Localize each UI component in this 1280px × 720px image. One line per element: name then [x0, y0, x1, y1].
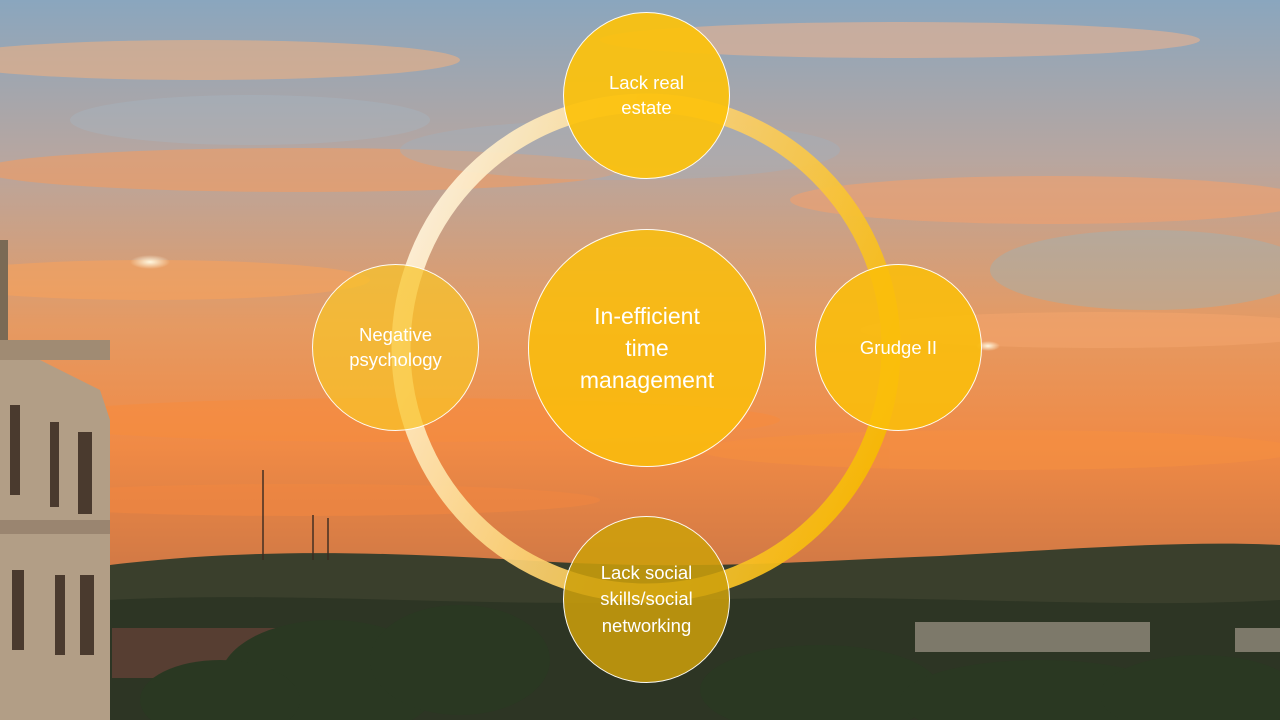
node-lack-social-skills: Lack social skills/social networking: [563, 516, 730, 683]
center-node-label: In-efficient time management: [579, 302, 715, 394]
node-lack-real-estate: Lack real estate: [563, 12, 730, 179]
node-left-label: Negative psychology: [349, 324, 442, 370]
center-node: In-efficient time management: [528, 229, 766, 467]
node-right-label: Grudge II: [859, 336, 938, 358]
node-grudge-ii: Grudge II: [815, 264, 982, 431]
node-bottom-label: Lack social skills/social networking: [600, 562, 693, 636]
node-negative-psychology: Negative psychology: [312, 264, 479, 431]
node-top-label: Lack real estate: [608, 71, 685, 118]
